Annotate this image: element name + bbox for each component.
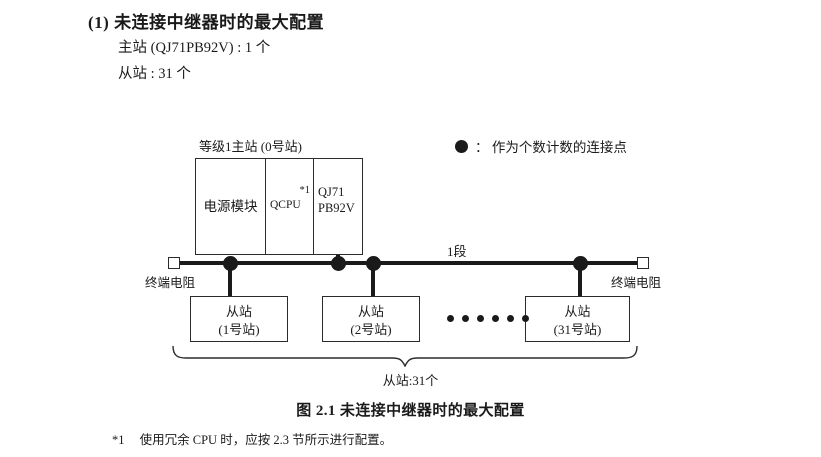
slave-station-1-line1: 从站 [225, 304, 252, 319]
pb92v-module-label-line2: PB92V [318, 201, 355, 215]
footnote: *1 使用冗余 CPU 时，应按 2.3 节所示进行配置。 [112, 429, 392, 448]
slave-station-box-2: 从站 (2号站) [322, 296, 420, 342]
slave-count-brace [170, 345, 640, 372]
ellipsis-dot [462, 315, 469, 322]
slave-drop-line-3 [578, 262, 582, 297]
slave-station-3-line2: (31号站) [553, 321, 602, 337]
slave-drop-line-2 [371, 262, 375, 297]
legend: ： 作为个数计数的连接点 [455, 136, 627, 156]
ellipsis-dots [447, 315, 529, 322]
filled-circle-icon [455, 139, 468, 153]
segment-label: 1段 [447, 244, 467, 259]
power-supply-module-label: 电源模块 [203, 199, 258, 214]
slave-station-3-line1: 从站 [564, 304, 591, 319]
terminator-right-label: 终端电阻 [611, 276, 662, 290]
terminator-left-icon [168, 257, 180, 269]
bus-trunk-line [174, 261, 643, 265]
slave-station-box-1: 从站 (1号站) [190, 296, 288, 342]
footnote-marker: *1 [112, 433, 125, 447]
connection-point-master [331, 256, 346, 271]
pb92v-module-slot: QJ71 PB92V [314, 159, 362, 254]
terminator-left-label: 终端电阻 [145, 276, 196, 290]
slave-station-2-line1: 从站 [357, 304, 384, 319]
spec-slave-station: 从站 : 31 个 [118, 66, 191, 82]
slave-station-1-line2: (1号站) [218, 321, 260, 337]
spec-master-station: 主站 (QJ71PB92V) : 1 个 [118, 40, 271, 56]
ellipsis-dot [477, 315, 484, 322]
power-supply-module-slot: 电源模块 [196, 159, 266, 254]
ellipsis-dot [507, 315, 514, 322]
master-rack-label: 等级1主站 (0号站) [199, 139, 302, 154]
legend-label: ： 作为个数计数的连接点 [475, 140, 627, 155]
slave-station-2-line2: (2号站) [350, 321, 392, 337]
terminator-right-icon [637, 257, 649, 269]
ellipsis-dot [492, 315, 499, 322]
ellipsis-dot [447, 315, 454, 322]
brace-label: 从站:31个 [382, 373, 439, 388]
slave-station-box-3: 从站 (31号站) [525, 296, 630, 342]
qcpu-module-label: QCPU [270, 199, 301, 211]
footnote-text: 使用冗余 CPU 时，应按 2.3 节所示进行配置。 [139, 433, 393, 447]
qcpu-footnote-marker: *1 [299, 185, 311, 196]
section-heading: (1) 未连接中继器时的最大配置 [88, 13, 325, 32]
brace-shape [172, 345, 638, 368]
slave-drop-line-1 [228, 262, 232, 297]
figure-caption: 图 2.1 未连接中继器时的最大配置 [296, 403, 525, 419]
pb92v-module-label-line1: QJ71 [318, 185, 345, 199]
qcpu-module-slot: *1 QCPU [266, 159, 314, 254]
ellipsis-dot [522, 315, 529, 322]
master-rack: 电源模块 *1 QCPU QJ71 PB92V [195, 158, 363, 255]
